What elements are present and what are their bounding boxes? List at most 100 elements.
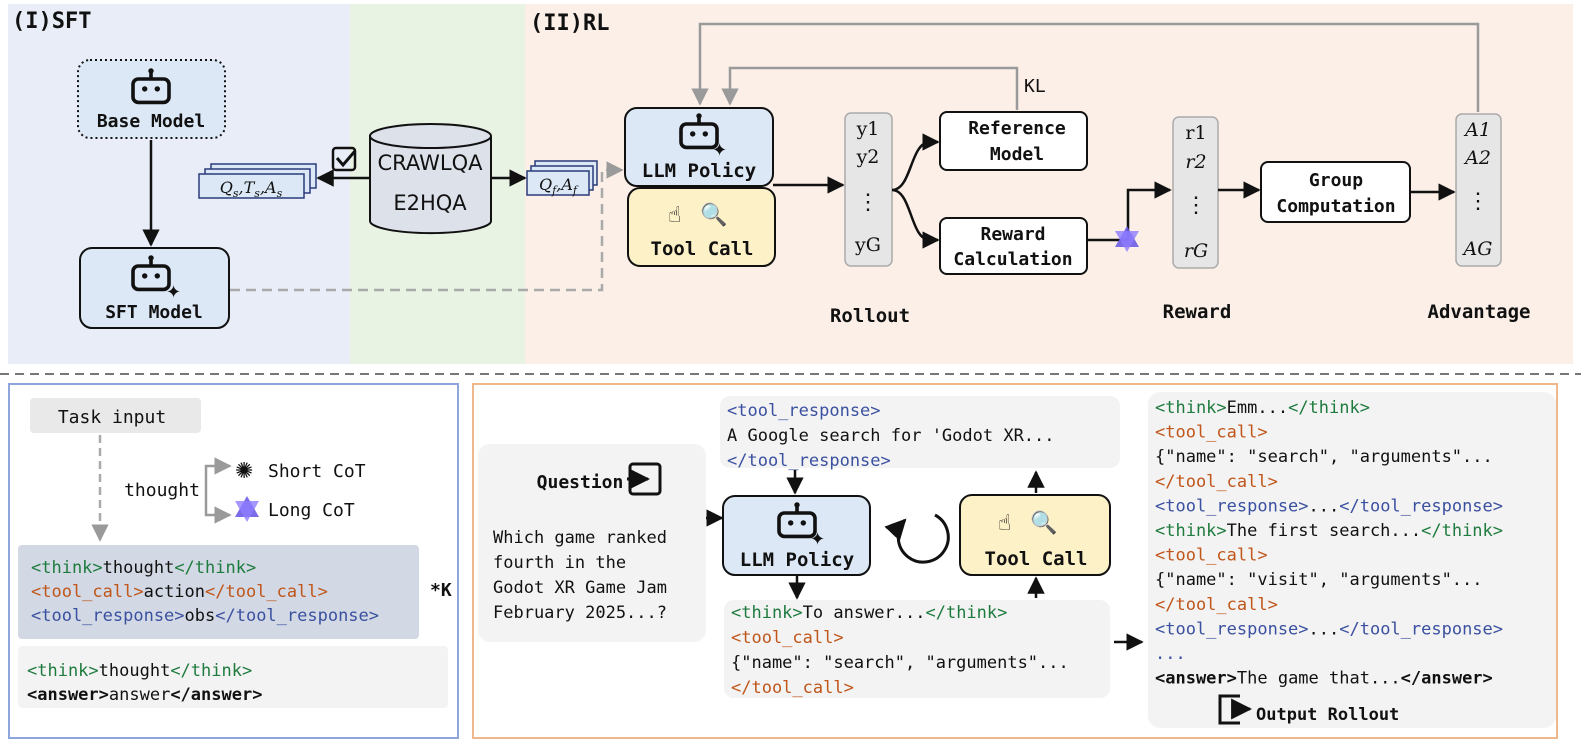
loop-code-line-3: <tool_response>obs</tool_response>	[31, 606, 379, 626]
database-top	[369, 123, 492, 149]
final-code-segment: </think>	[170, 661, 252, 681]
rollout-dots: ⋮	[857, 190, 879, 215]
policy-output-segment: </tool_call>	[731, 678, 854, 698]
loop-code-segment: thought	[103, 558, 175, 578]
policy-output-segment: <think>	[731, 603, 803, 623]
policy-output-lines: <think>To answer...</think> <tool_call> {"…	[731, 603, 1069, 698]
tool-call-label: Tool Call	[651, 238, 754, 260]
rollout-segment: ...	[1309, 619, 1340, 639]
final-code-line-1: <think>thought</think>	[27, 661, 252, 681]
base-model-label: Base Model	[97, 111, 205, 132]
final-code-segment: thought	[99, 661, 171, 681]
rollout-segment: <tool_response>	[1155, 619, 1309, 639]
rollout-line-12: <answer>The game that...</answer>	[1155, 669, 1493, 689]
thought-label: thought	[124, 480, 200, 501]
final-code-lines: <think>thought</think><answer>answer</an…	[27, 661, 262, 705]
sft-data-label: Qs,Ts,As	[220, 178, 283, 200]
sft-data-card-front	[198, 173, 305, 199]
advantage-a1: A1	[1463, 119, 1491, 141]
question-label: Question	[537, 472, 624, 493]
tool-response-segment: <tool_response>	[727, 401, 881, 421]
final-code-segment: <think>	[27, 661, 99, 681]
policy-output-segment: To answer...	[803, 603, 926, 623]
rollout-lines: <think>Emm...</think><tool_call>{"name":…	[1155, 398, 1503, 689]
tool-call-label-bottom: Tool Call	[985, 548, 1088, 570]
rollout-segment: The first search...	[1227, 521, 1421, 541]
task-input-label: Task input	[58, 407, 166, 428]
question-text: Which game ranked fourth in the Godot XR…	[493, 528, 667, 623]
openai-logo-icon: ✺	[235, 459, 253, 484]
reference-model-box	[939, 111, 1088, 171]
policy-output-segment: <tool_call>	[731, 628, 844, 648]
rollout-line-11: ...	[1155, 644, 1186, 664]
loop-block	[18, 545, 419, 639]
reward-dots: ⋮	[1185, 193, 1207, 218]
loop-code-line-2: <tool_call>action</tool_call>	[31, 582, 328, 602]
final-code-segment: answer	[109, 685, 170, 705]
kl-label: KL	[1024, 76, 1046, 97]
reward-calculation-line2: Calculation	[953, 249, 1072, 270]
dataset-database	[369, 136, 492, 235]
rollout-line-4: </tool_call>	[1155, 472, 1278, 492]
checkbox-icon	[331, 146, 357, 172]
reward-column	[1172, 116, 1219, 269]
llm-policy-label-bottom: LLM Policy	[740, 549, 854, 571]
reward-to-rewards-arrow	[1087, 181, 1172, 242]
stage-label-rollout: Rollout	[830, 305, 910, 327]
output-rollout-label: Output Rollout	[1256, 705, 1399, 725]
policy-output-segment: {"name": "search", "arguments"...	[731, 653, 1069, 673]
sparkle-icon: ✦	[810, 529, 825, 550]
rollout-line-2: <tool_call>	[1155, 423, 1268, 443]
reference-model-label-line2: Model	[990, 144, 1044, 165]
advantage-feedback-arrow	[691, 22, 1480, 112]
sft-to-policy-dashed-arrow	[230, 161, 624, 292]
loop-code-segment: action	[144, 582, 205, 602]
question-line-3: Godot XR Game Jam	[493, 578, 667, 598]
reward-calculation-box	[939, 217, 1088, 275]
rollout-line-7: <tool_call>	[1155, 546, 1268, 566]
rollout-segment: <think>	[1155, 398, 1227, 418]
loop-code-lines: <think>thought</think> <tool_call>action<…	[31, 558, 379, 626]
loop-code-segment: obs	[185, 606, 216, 626]
final-code-segment: <answer>	[27, 685, 109, 705]
rollout-line-1: <think>Emm...</think>	[1155, 398, 1370, 418]
rollout-segment: </think>	[1288, 398, 1370, 418]
loop-cycle-icon	[884, 513, 950, 564]
rl-data-card-front	[526, 170, 590, 196]
question-line-4: February 2025...?	[493, 603, 667, 623]
rl-data-label: Qf,Af	[539, 175, 579, 197]
reward-rg: rG	[1184, 240, 1208, 262]
stage-label-reward: Reward	[1163, 301, 1232, 323]
sft-format-panel	[8, 383, 459, 739]
tool-response-line-2: A Google search for 'Godot XR...	[727, 426, 1055, 446]
exit-icon	[1218, 694, 1240, 725]
loop-code-segment: <think>	[31, 558, 103, 578]
tool-response-segment: A Google search for 'Godot XR...	[727, 426, 1055, 446]
sft-title: (I)SFT	[12, 9, 91, 34]
rollout-segment: </answer>	[1401, 669, 1493, 689]
rollout-segment: {"name": "search", "arguments"...	[1155, 447, 1493, 467]
dataset-crawlqa: CRAWLQA	[378, 151, 484, 175]
task-input-box	[30, 398, 201, 433]
tool-response-line-3: </tool_response>	[727, 451, 891, 471]
tool-call-box-bottom	[959, 494, 1111, 576]
reward-calculation-line1: Reward	[980, 224, 1045, 245]
base-model-box	[77, 59, 226, 139]
split-brace	[891, 140, 931, 242]
dataset-e2hqa: E2HQA	[393, 191, 467, 215]
sparkle-icon: ✦	[166, 282, 181, 303]
agent-rollout-panel	[472, 383, 1558, 739]
advantage-column	[1455, 113, 1502, 267]
llm-logo-icon-inner	[1115, 231, 1139, 252]
policy-output-segment: </think>	[925, 603, 1007, 623]
rollout-segment: Emm...	[1227, 398, 1288, 418]
reward-r2: r2	[1185, 151, 1206, 173]
group-computation-line2: Computation	[1276, 196, 1395, 217]
rollout-segment: <think>	[1155, 521, 1227, 541]
reward-r1: r1	[1185, 122, 1206, 144]
rollout-y2: y2	[856, 146, 880, 168]
group-computation-line1: Group	[1309, 170, 1363, 191]
rollout-segment: ...	[1309, 496, 1340, 516]
loop-code-segment: </think>	[174, 558, 256, 578]
